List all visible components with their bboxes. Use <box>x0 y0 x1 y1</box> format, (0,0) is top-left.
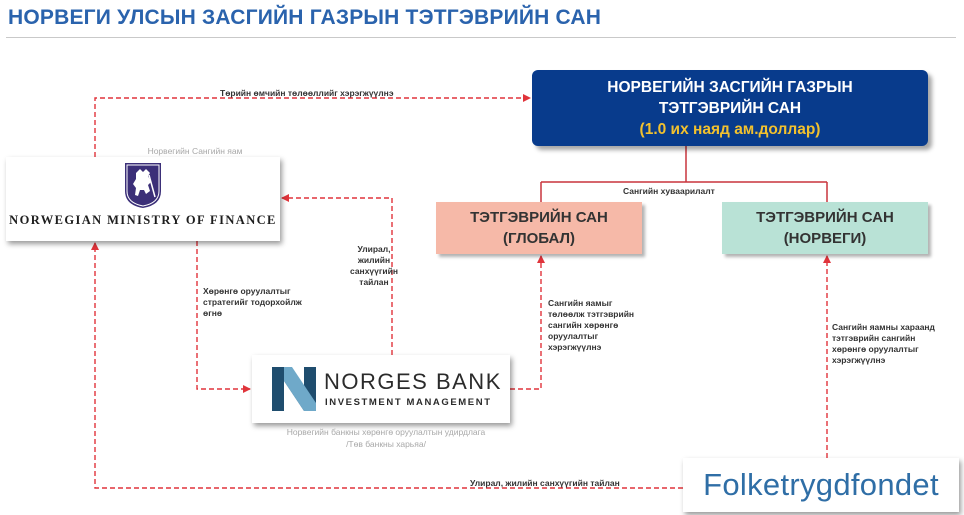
label-global-mgmt-line: хэрэгжүүлнэ <box>548 342 602 352</box>
arrow-nbim-report-to-ministry <box>281 194 393 355</box>
ministry-logo-box: NORWEGIAN MINISTRY OF FINANCE <box>6 157 280 241</box>
folketrygdfondet-logo-box: Folketrygdfondet <box>683 458 959 512</box>
label-strategy-line: өгнө <box>203 308 223 318</box>
label-strategy-line: Хөрөнгө оруулалтыг <box>203 286 291 296</box>
global-fund-line2: (ГЛОБАЛ) <box>502 230 576 247</box>
norway-fund-line2: (НОРВЕГИ) <box>783 230 867 247</box>
norwegian-lion-crest-icon <box>125 163 161 208</box>
nbim-caption-line2: /Төв банкны харьяа/ <box>346 439 426 449</box>
ministry-logo-text: NORWEGIAN MINISTRY OF FINANCE <box>9 213 277 227</box>
global-fund-line1: ТЭТГЭВРИЙН САН <box>470 209 608 226</box>
label-bottom-report: Улирал, жилийн санхүүгийн тайлан <box>470 478 620 488</box>
label-report-up-line: тайлан <box>359 277 389 287</box>
global-fund-box: ТЭТГЭВРИЙН САН (ГЛОБАЛ) <box>436 202 642 254</box>
label-norway-mgmt-line: хэрэгжүүлнэ <box>832 355 886 365</box>
label-norway-mgmt-line: Сангийн яамны хараанд <box>832 322 935 332</box>
main-fund-line1: НОРВЕГИЙН ЗАСГИЙН ГАЗРЫН <box>607 78 853 96</box>
nbim-caption-line1: Норвегийн банкны хөрөнгө оруулалтын удир… <box>286 427 486 437</box>
title-divider <box>6 37 956 38</box>
arrow-nbim-to-global-fund <box>510 255 545 390</box>
distribution-tree <box>540 146 828 202</box>
label-norway-mgmt-line: тэтгэврийн сангийн <box>832 333 916 343</box>
arrow-ministry-to-main-fund <box>94 94 531 157</box>
main-fund-line2: ТЭТГЭВРИЙН САН <box>658 99 802 117</box>
norges-bank-n-logo-icon <box>272 367 316 411</box>
label-global-mgmt: Сангийн яамыг төлөөлж тэтгэврийн сангийн… <box>548 298 634 353</box>
main-fund-amount: (1.0 их наяд ам.доллар) <box>639 120 821 138</box>
norway-fund-line1: ТЭТГЭВРИЙН САН <box>756 209 894 226</box>
arrow-folke-report-to-ministry <box>91 242 683 489</box>
label-distribution: Сангийн хуваарилалт <box>623 186 715 196</box>
label-top-arrow: Төрийн өмчийн төлөөллийг хэрэгжүүлнэ <box>220 88 394 98</box>
label-report-up-line: Улирал, <box>357 244 391 254</box>
nbim-subtitle: INVESTMENT MANAGEMENT <box>325 397 492 408</box>
label-strategy-line: стратегийг тодорхойлж <box>203 297 302 307</box>
ministry-caption: Норвегийн Сангийн яам <box>147 146 243 156</box>
nbim-caption: Норвегийн банкны хөрөнгө оруулалтын удир… <box>236 426 536 450</box>
label-global-mgmt-line: төлөөлж тэтгэврийн <box>548 309 635 319</box>
norway-fund-box: ТЭТГЭВРИЙН САН (НОРВЕГИ) <box>722 202 928 254</box>
arrow-ministry-strategy-to-nbim <box>196 241 251 393</box>
page-title: НОРВЕГИ УЛСЫН ЗАСГИЙН ГАЗРЫН ТЭТГЭВРИЙН … <box>8 6 602 29</box>
label-report-up-line: жилийн <box>357 255 391 265</box>
label-norway-mgmt: Сангийн яамны хараанд тэтгэврийн сангийн… <box>832 322 935 366</box>
label-report-up: Улирал, жилийн санхүүгийн тайлан <box>335 244 413 288</box>
label-global-mgmt-line: сангийн хөрөнгө <box>548 320 619 330</box>
main-fund-box: НОРВЕГИЙН ЗАСГИЙН ГАЗРЫН ТЭТГЭВРИЙН САН … <box>532 70 928 146</box>
label-strategy: Хөрөнгө оруулалтыг стратегийг тодорхойлж… <box>203 286 302 319</box>
nbim-logo-box: NORGES BANK INVESTMENT MANAGEMENT <box>252 355 510 423</box>
label-report-up-line: санхүүгийн <box>350 266 398 276</box>
nbim-name: NORGES BANK <box>324 369 502 394</box>
label-global-mgmt-line: Сангийн яамыг <box>548 298 613 308</box>
label-norway-mgmt-line: хөрөнгө оруулалтыг <box>832 344 919 354</box>
folketrygdfondet-name: Folketrygdfondet <box>703 467 939 502</box>
label-global-mgmt-line: оруулалтыг <box>548 331 599 341</box>
